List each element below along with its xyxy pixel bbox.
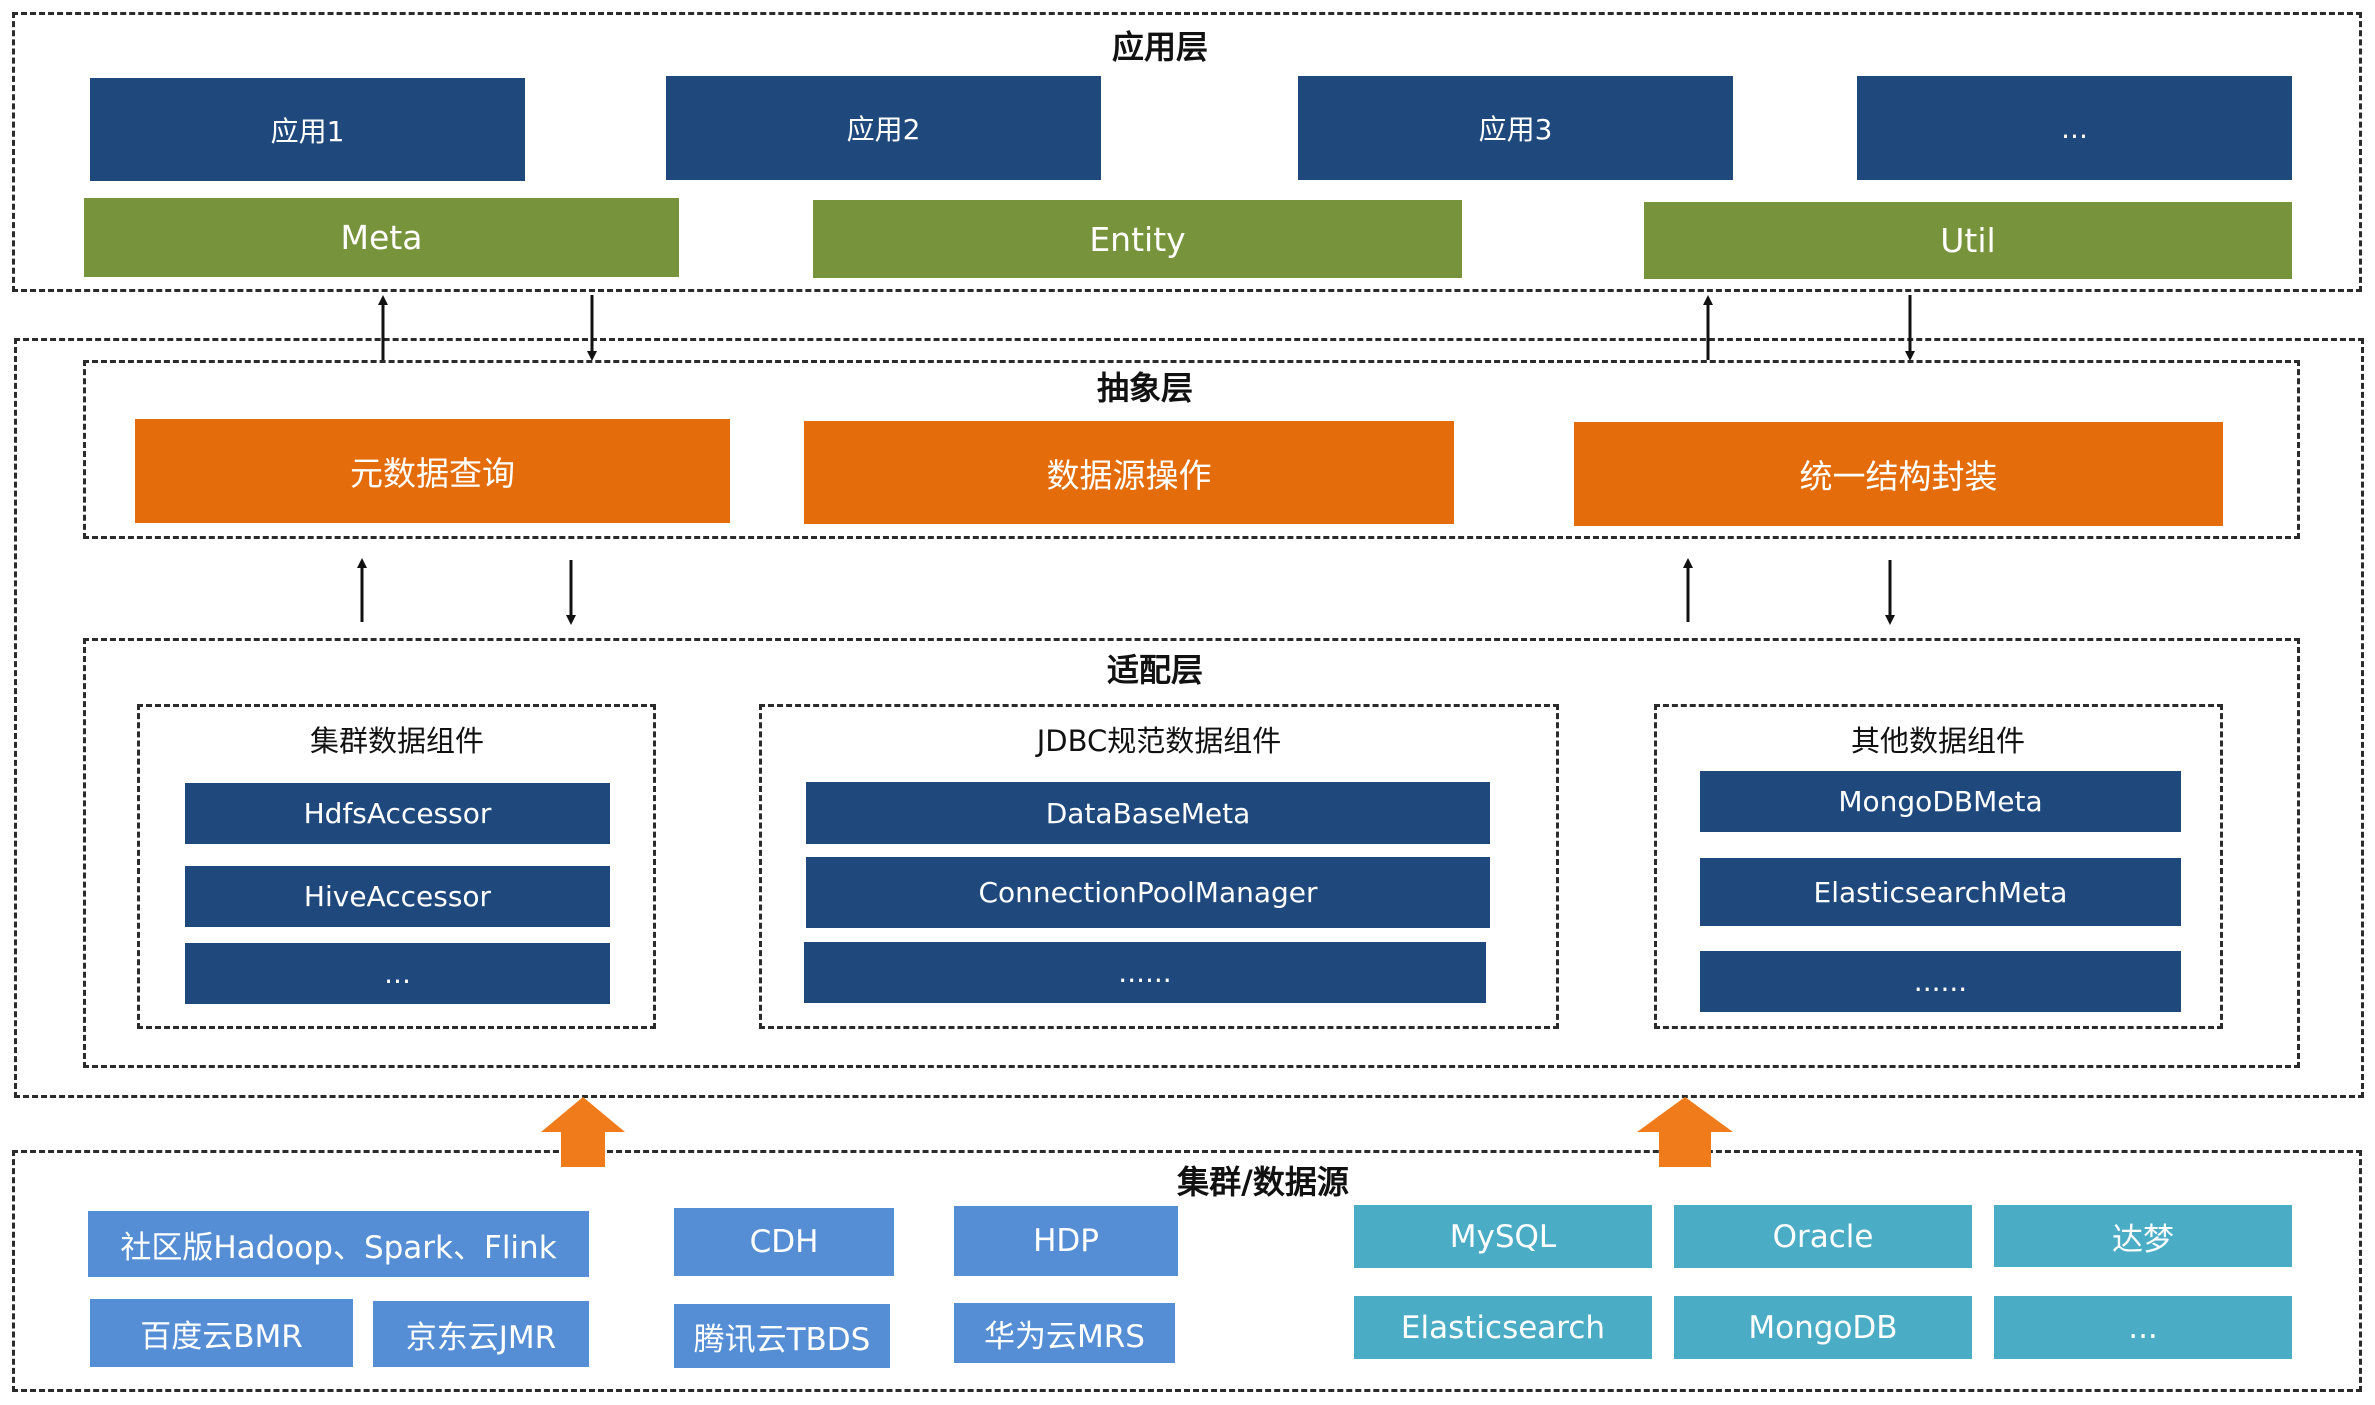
app-more: ... — [1857, 76, 2292, 180]
adapter-group-jdbc-title: JDBC规范数据组件 — [1036, 724, 1282, 758]
datasource-elasticsearch: Elasticsearch — [1354, 1296, 1652, 1359]
source-layer-title: 集群/数据源 — [1177, 1163, 1349, 1201]
datasource-oracle: Oracle — [1674, 1205, 1972, 1268]
cluster-huawei-mrs: 华为云MRS — [954, 1303, 1175, 1363]
datasource-dameng: 达梦 — [1994, 1205, 2292, 1267]
app-3: 应用3 — [1298, 76, 1733, 180]
application-layer — [12, 12, 2362, 292]
adapter-hdfs-accessor: HdfsAccessor — [185, 783, 610, 844]
app-1: 应用1 — [90, 78, 525, 181]
adapter-jdbc-more: ...... — [804, 942, 1486, 1003]
datasource-mysql: MySQL — [1354, 1205, 1652, 1268]
adapter-group-other — [1654, 704, 2223, 1029]
abstract-metadata-query: 元数据查询 — [135, 419, 730, 523]
adapter-group-cluster — [137, 704, 656, 1029]
adapter-other-more: ...... — [1700, 951, 2181, 1012]
cluster-community-hadoop: 社区版Hadoop、Spark、Flink — [88, 1211, 589, 1277]
abstract-datasource-ops: 数据源操作 — [804, 421, 1454, 524]
abstract-layer-title: 抽象层 — [1096, 369, 1193, 407]
cluster-baidu-bmr: 百度云BMR — [90, 1299, 353, 1367]
cluster-hdp: HDP — [954, 1206, 1178, 1276]
abstract-unified-wrap: 统一结构封装 — [1574, 422, 2223, 526]
source-layer — [12, 1150, 2362, 1392]
abstract-layer — [83, 360, 2300, 539]
adapter-layer-title: 适配层 — [1106, 651, 1203, 689]
core-container — [14, 338, 2364, 1098]
cluster-tencent-tbds: 腾讯云TBDS — [674, 1304, 890, 1368]
adapter-database-meta: DataBaseMeta — [806, 782, 1490, 844]
adapter-cluster-more: ... — [185, 943, 610, 1004]
adapter-layer — [83, 638, 2300, 1068]
datasource-more: ... — [1994, 1296, 2292, 1359]
adapter-connection-pool-manager: ConnectionPoolManager — [806, 857, 1490, 928]
application-layer-title: 应用层 — [1111, 28, 1208, 66]
adapter-mongodb-meta: MongoDBMeta — [1700, 771, 2181, 832]
adapter-hive-accessor: HiveAccessor — [185, 866, 610, 927]
module-meta: Meta — [84, 198, 679, 277]
cluster-jd-jmr: 京东云JMR — [373, 1301, 589, 1367]
datasource-mongodb: MongoDB — [1674, 1296, 1972, 1359]
adapter-elasticsearch-meta: ElasticsearchMeta — [1700, 858, 2181, 926]
big-arrow-clusters — [541, 1097, 625, 1167]
app-2: 应用2 — [666, 76, 1101, 180]
module-entity: Entity — [813, 200, 1462, 278]
adapter-group-jdbc — [759, 704, 1559, 1029]
adapter-group-cluster-title: 集群数据组件 — [309, 724, 484, 758]
cluster-cdh: CDH — [674, 1208, 894, 1276]
big-arrow-datasources — [1637, 1097, 1733, 1167]
module-util: Util — [1644, 202, 2292, 279]
adapter-group-other-title: 其他数据组件 — [1850, 724, 2025, 758]
